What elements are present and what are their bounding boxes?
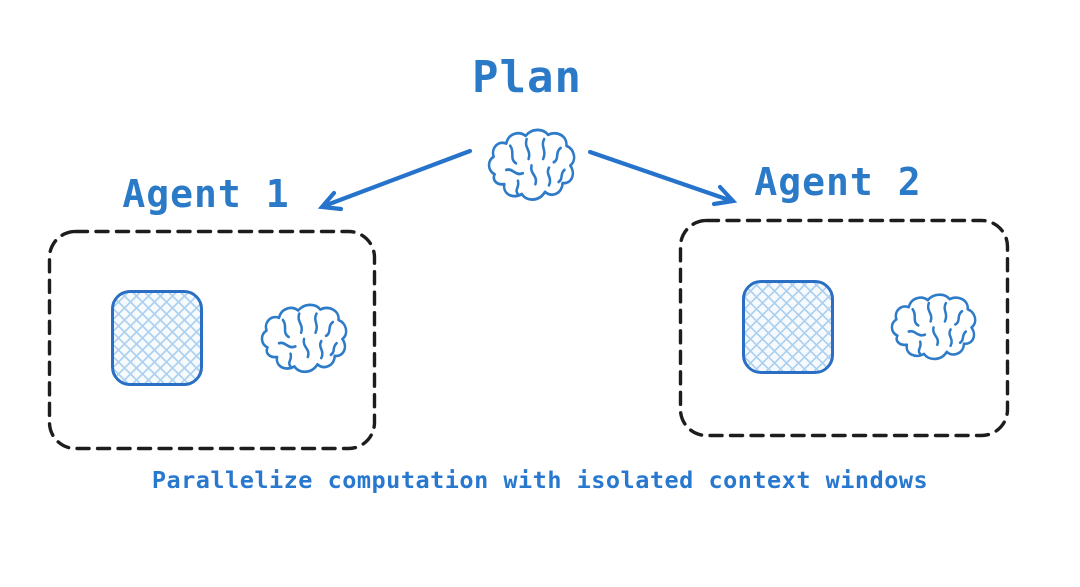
- agent-1-context-box: [47, 229, 377, 451]
- arrow-to-agent-2: [587, 149, 738, 207]
- dashed-border: [47, 229, 377, 451]
- planner-brain-icon: [483, 126, 580, 205]
- brain-icon: [886, 291, 981, 364]
- caption: Parallelize computation with isolated co…: [151, 466, 929, 494]
- brain-icon: [256, 301, 352, 377]
- plan-title: Plan: [472, 52, 582, 103]
- agent-1-label: Agent 1: [122, 172, 290, 216]
- context-window-icon: [111, 290, 203, 386]
- agent-2-context-box: [678, 218, 1010, 438]
- agent-2-label: Agent 2: [754, 160, 922, 204]
- dashed-border: [678, 218, 1010, 438]
- context-window-icon: [742, 280, 834, 374]
- arrow-to-agent-1: [317, 148, 473, 212]
